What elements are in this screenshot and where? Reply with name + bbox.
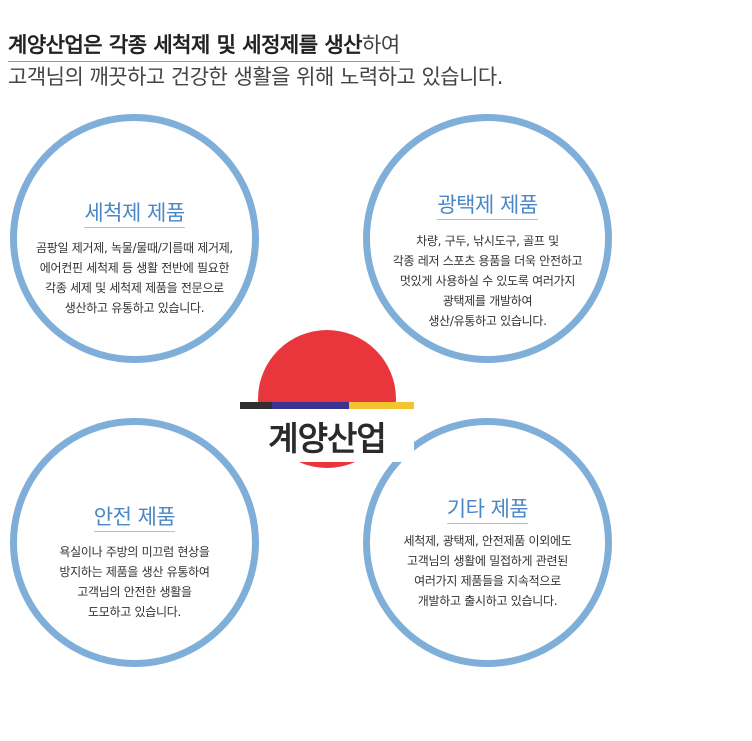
desc-line: 생산/유통하고 있습니다. xyxy=(428,314,547,328)
desc-line: 멋있게 사용하실 수 있도록 여러가지 xyxy=(399,274,576,288)
product-card-etc: 기타 제품 세척제, 광택제, 안전제품 이외에도 고객님의 생활에 밀접하게 … xyxy=(363,418,612,667)
product-desc-cleaner: 곰팡일 제거제, 녹물/물때/기름때 제거제, 에어컨핀 세척제 등 생활 전반… xyxy=(27,238,242,318)
desc-line: 생산하고 유통하고 있습니다. xyxy=(64,301,205,315)
logo-company-name: 계양산업 xyxy=(268,419,386,458)
desc-line: 세척제, 광택제, 안전제품 이외에도 xyxy=(403,534,572,548)
desc-line: 여러가지 제품들을 지속적으로 xyxy=(414,574,561,588)
intro-line-1: 계양산업은 각종 세척제 및 세정제를 생산하여 xyxy=(8,30,400,62)
product-card-safety: 안전 제품 욕실이나 주방의 미끄럼 현상을 방지하는 제품을 생산 유통하여 … xyxy=(10,418,259,667)
product-card-polish: 광택제 제품 차량, 구두, 낚시도구, 골프 및 각종 레저 스포츠 용품을 … xyxy=(363,114,612,363)
product-title-etc: 기타 제품 xyxy=(446,497,529,524)
product-card-cleaner: 세척제 제품 곰팡일 제거제, 녹물/물때/기름때 제거제, 에어컨핀 세척제 … xyxy=(10,114,259,363)
desc-line: 방지하는 제품을 생산 유통하여 xyxy=(59,565,210,579)
desc-line: 차량, 구두, 낚시도구, 골프 및 xyxy=(416,234,559,248)
desc-line: 곰팡일 제거제, 녹물/물때/기름때 제거제, xyxy=(36,241,233,255)
logo-bar-yellow xyxy=(349,402,414,409)
product-desc-safety: 욕실이나 주방의 미끄럼 현상을 방지하는 제품을 생산 유통하여 고객님의 안… xyxy=(27,542,242,622)
desc-line: 고객님의 생활에 밀접하게 관련된 xyxy=(407,554,568,568)
product-desc-polish: 차량, 구두, 낚시도구, 골프 및 각종 레저 스포츠 용품을 더욱 안전하고… xyxy=(380,231,595,331)
desc-line: 에어컨핀 세척제 등 생활 전반에 필요한 xyxy=(39,261,230,275)
product-desc-etc: 세척제, 광택제, 안전제품 이외에도 고객님의 생활에 밀접하게 관련된 여러… xyxy=(380,531,595,611)
desc-line: 고객님의 안전한 생활을 xyxy=(77,585,192,599)
intro-line-1-bold: 계양산업은 각종 세척제 및 세정제를 생산 xyxy=(8,33,363,57)
logo-bar-dark xyxy=(240,402,272,409)
desc-line: 광택제를 개발하여 xyxy=(442,294,533,308)
product-title-polish: 광택제 제품 xyxy=(437,193,538,220)
desc-line: 도모하고 있습니다. xyxy=(88,605,181,619)
intro-line-1-rest: 하여 xyxy=(362,33,400,57)
desc-line: 욕실이나 주방의 미끄럼 현상을 xyxy=(59,545,210,559)
product-title-cleaner: 세척제 제품 xyxy=(84,201,185,228)
intro-text: 계양산업은 각종 세척제 및 세정제를 생산하여 고객님의 깨끗하고 건강한 생… xyxy=(8,30,748,92)
desc-line: 각종 레저 스포츠 용품을 더욱 안전하고 xyxy=(392,254,583,268)
desc-line: 각종 세제 및 세척제 제품을 전문으로 xyxy=(45,281,224,295)
company-logo: 계양산업 xyxy=(240,330,414,468)
desc-line: 개발하고 출시하고 있습니다. xyxy=(417,594,558,608)
intro-line-2: 고객님의 깨끗하고 건강한 생활을 위해 노력하고 있습니다. xyxy=(8,65,503,89)
logo-bar-navy xyxy=(272,402,349,409)
product-title-safety: 안전 제품 xyxy=(93,505,176,532)
